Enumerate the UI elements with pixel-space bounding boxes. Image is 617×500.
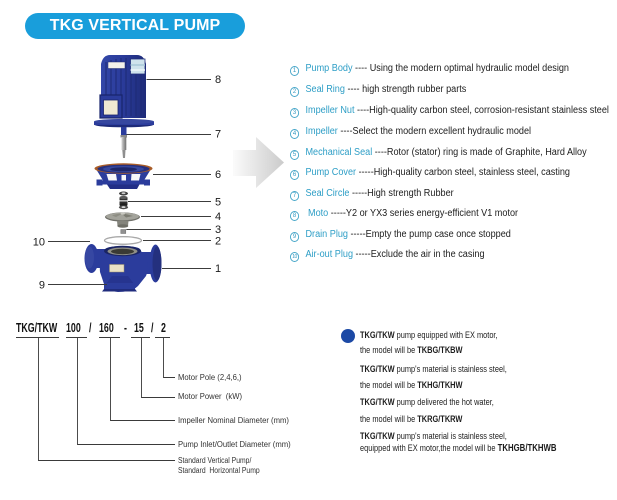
svg-text:8: 8	[215, 74, 221, 86]
svg-text:10: 10	[33, 237, 45, 249]
svg-text:5: 5	[215, 197, 221, 209]
svg-text:7: 7	[215, 129, 221, 141]
svg-text:6: 6	[215, 169, 221, 181]
svg-text:4: 4	[215, 211, 221, 223]
svg-text:1: 1	[215, 263, 221, 275]
svg-text:3: 3	[215, 224, 221, 236]
svg-text:2: 2	[215, 236, 221, 248]
svg-text:9: 9	[39, 280, 45, 292]
